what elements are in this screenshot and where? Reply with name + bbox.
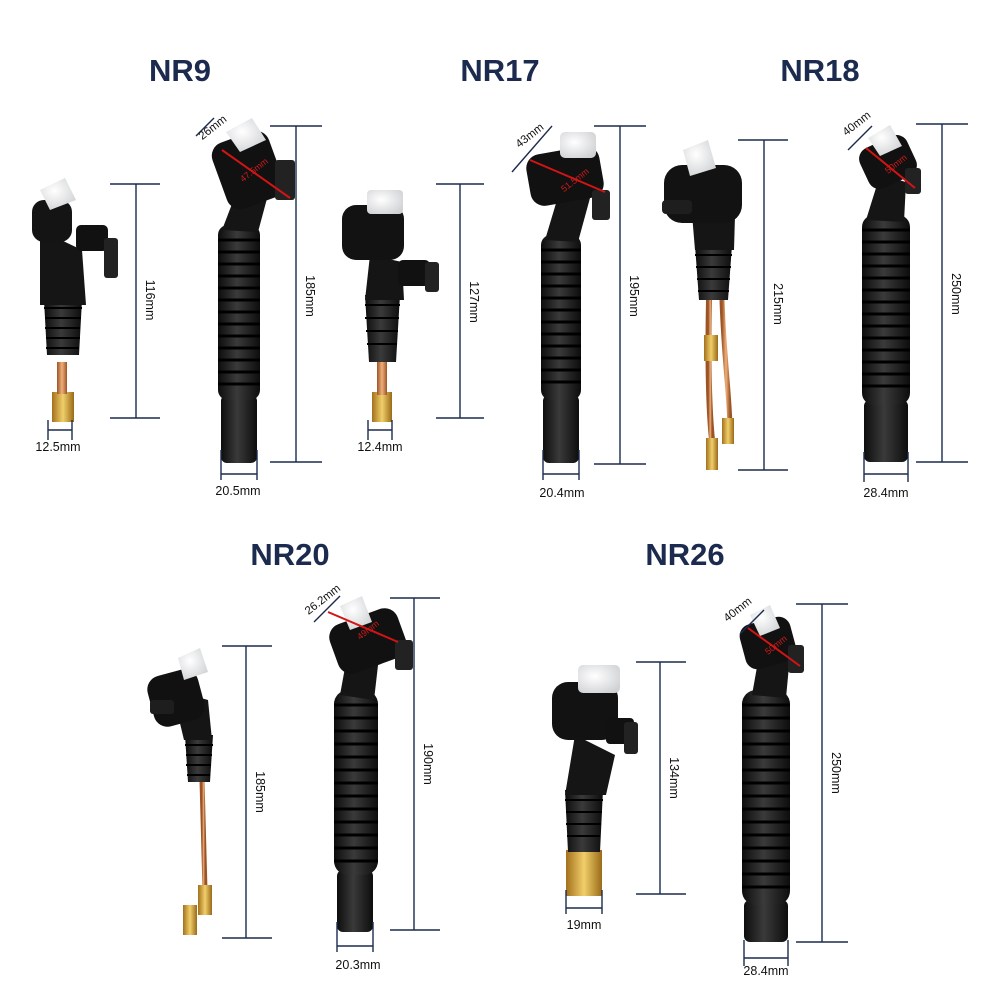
width-label: 20.4mm: [539, 486, 585, 500]
nr18-water-torch: [662, 140, 742, 470]
dimension-lines: [47, 117, 968, 966]
nr17-short-torch: [342, 190, 439, 422]
width-label: 28.4mm: [863, 486, 909, 500]
nr9-long-torch: [211, 118, 295, 463]
height-label: 185mm: [253, 771, 267, 813]
height-label: 134mm: [667, 757, 681, 799]
height-label: 215mm: [771, 283, 785, 325]
nr26-long-torch: [739, 605, 804, 942]
width-label: 28.4mm: [743, 964, 789, 978]
nr18-long-torch: [859, 125, 921, 462]
nr20-water-torch: [147, 648, 213, 935]
width-label: 19mm: [566, 918, 602, 932]
model-title-nr9: NR9: [148, 53, 212, 88]
width-label: 20.3mm: [335, 958, 381, 972]
nr17-long-torch: [526, 132, 610, 463]
height-label: 116mm: [143, 279, 157, 321]
nr20-long-torch: [327, 596, 413, 932]
height-label: 250mm: [949, 273, 963, 315]
model-title-nr18: NR18: [780, 53, 860, 88]
width-label: 20.5mm: [215, 484, 261, 498]
width-label: 12.4mm: [357, 440, 403, 454]
height-label: 127mm: [467, 281, 481, 323]
model-title-nr26: NR26: [645, 537, 725, 572]
height-label: 190mm: [421, 743, 435, 785]
height-label: 250mm: [829, 752, 843, 794]
height-label: 185mm: [303, 275, 317, 317]
nr26-short-torch: [552, 665, 638, 896]
model-title-nr20: NR20: [250, 537, 330, 572]
width-label: 12.5mm: [35, 440, 81, 454]
model-title-nr17: NR17: [460, 53, 540, 88]
nr9-short-torch: [32, 178, 118, 422]
height-label: 195mm: [627, 275, 641, 317]
